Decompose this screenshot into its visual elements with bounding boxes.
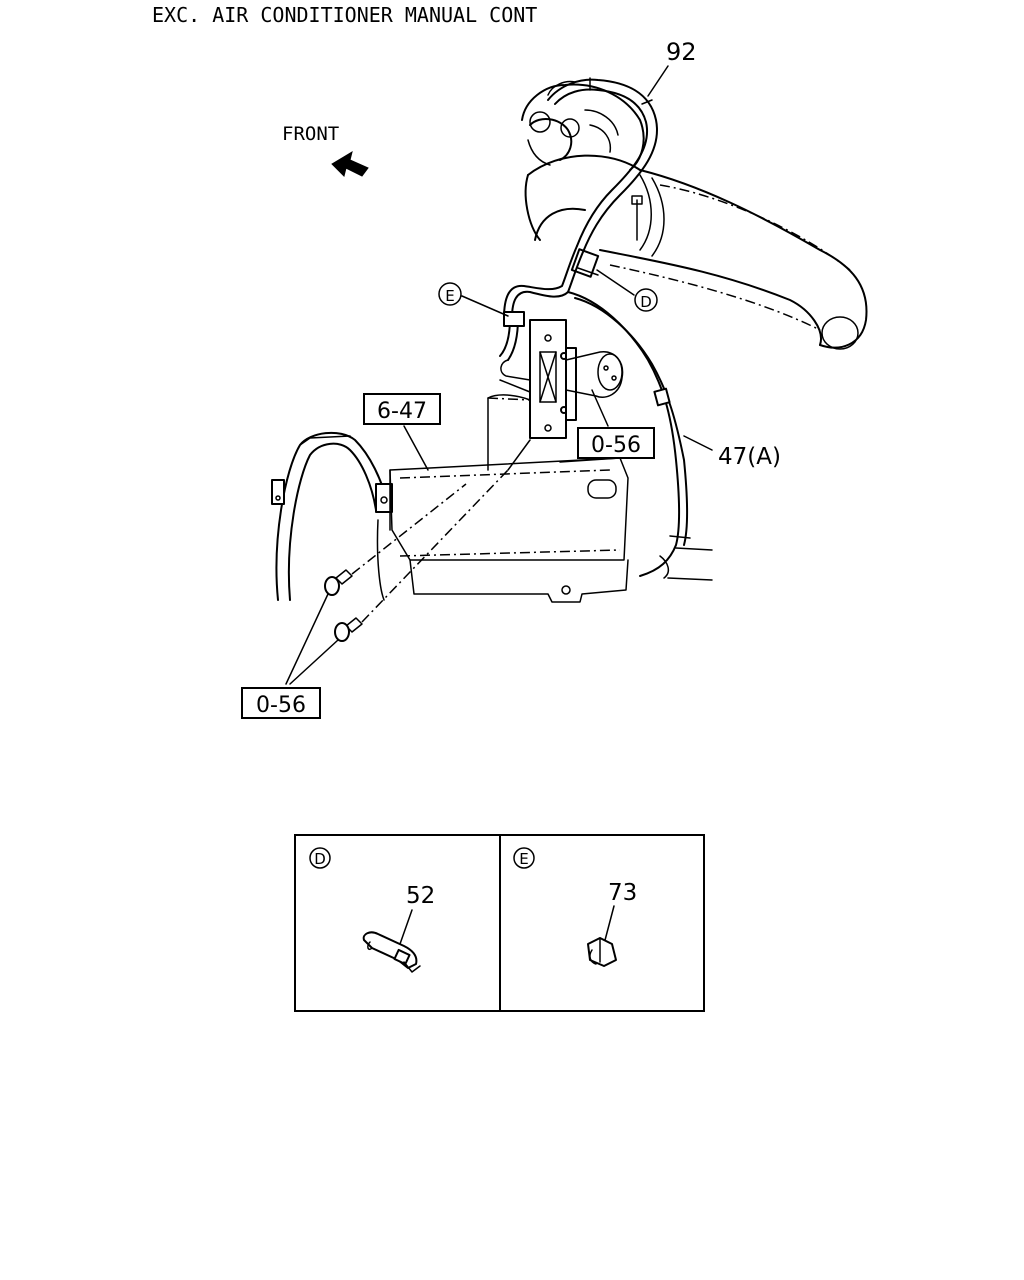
front-arrow-icon xyxy=(331,150,369,177)
leader-92 xyxy=(647,65,669,97)
callout-0-56-upper: 0-56 xyxy=(591,433,641,458)
leader-47a xyxy=(683,435,713,451)
ref-box-0-56-lower xyxy=(241,687,321,719)
clip-73-icon xyxy=(587,937,617,967)
detail-d-marker-circle xyxy=(634,288,658,312)
detail-d-marker: D xyxy=(640,293,652,311)
detail-panel xyxy=(294,834,705,1012)
bolts xyxy=(324,469,509,642)
detail-d-label: D xyxy=(314,850,326,868)
clip-e xyxy=(503,311,525,327)
diagram-title: EXC. AIR CONDITIONER MANUAL CONT xyxy=(152,3,537,27)
clip-52-icon xyxy=(362,931,421,973)
leader-e xyxy=(461,295,509,317)
detail-d: D 52 xyxy=(309,847,435,973)
throttle-body xyxy=(521,80,645,171)
detail-d-part: 52 xyxy=(406,883,435,909)
callout-47a: 47(A) xyxy=(718,444,781,470)
ref-box-6-47 xyxy=(363,393,441,425)
body-panel xyxy=(271,431,393,601)
leader-0-56-lower-a xyxy=(285,593,329,685)
detail-e-circle xyxy=(513,847,535,869)
mounting-bracket xyxy=(389,394,629,603)
leader-d xyxy=(596,269,635,296)
air-duct xyxy=(524,154,868,350)
clip-d xyxy=(570,248,600,278)
hose-47a xyxy=(567,291,713,581)
leader-0-56-upper xyxy=(591,389,609,427)
detail-e-label: E xyxy=(519,850,528,868)
callout-0-56-lower: 0-56 xyxy=(256,693,306,718)
leader-0-56-lower-b xyxy=(289,639,339,685)
detail-d-circle xyxy=(309,847,331,869)
detail-e: E 73 xyxy=(513,847,637,967)
detail-e-marker: E xyxy=(445,287,454,305)
callout-92: 92 xyxy=(666,38,697,66)
detail-e-part: 73 xyxy=(608,880,637,906)
vsv-bracket xyxy=(499,319,624,439)
callout-6-47: 6-47 xyxy=(377,399,427,424)
front-label: FRONT xyxy=(282,123,339,145)
vacuum-hose-92 xyxy=(547,77,658,253)
detail-e-marker-circle xyxy=(438,282,462,306)
leader-6-47 xyxy=(403,425,429,471)
